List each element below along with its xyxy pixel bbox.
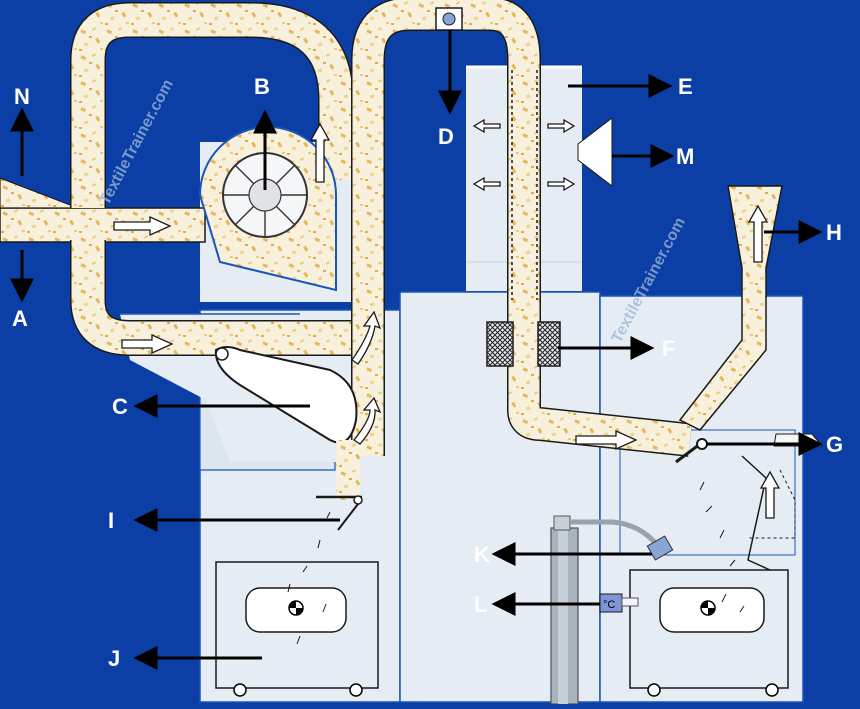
separator-cone (577, 116, 613, 188)
thermometer-unit-text: °C (603, 599, 615, 611)
label-m: M (676, 144, 694, 169)
falling-fibre (287, 481, 745, 645)
mesh-filter-left (486, 321, 514, 367)
damper-icon (442, 12, 456, 26)
label-n: N (14, 84, 30, 109)
label-j: J (108, 646, 120, 671)
label-d: D (438, 124, 454, 149)
label-h: H (826, 220, 842, 245)
label-f: F (662, 336, 675, 361)
label-pointers (9, 30, 823, 670)
ducting (0, 0, 783, 500)
label-a: A (12, 306, 28, 331)
label-k: K (474, 542, 490, 567)
label-e: E (678, 74, 693, 99)
fan-impeller (222, 152, 308, 238)
collector-bin-right (629, 569, 789, 697)
drop-valve (316, 495, 363, 531)
flow-arrows (113, 118, 781, 519)
label-i: I (108, 508, 114, 533)
heater-tube (550, 515, 674, 705)
label-l: L (474, 592, 487, 617)
mesh-filter-right (537, 321, 561, 367)
label-g: G (826, 432, 843, 457)
part-labels: N A B D E M H F G C I J K L (12, 74, 843, 671)
label-c: C (112, 394, 128, 419)
label-b: B (254, 74, 270, 99)
watermark-left: TextileTrainer.com (97, 77, 177, 208)
collector-bin-left (215, 561, 379, 697)
